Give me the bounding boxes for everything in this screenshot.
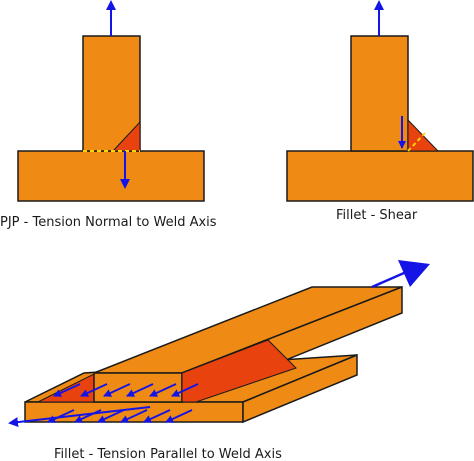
shear-arrow <box>126 383 154 397</box>
pjp-caption: PJP - Tension Normal to Weld Axis <box>0 215 217 230</box>
shear-arrow <box>80 383 108 397</box>
parallel-fillet-weld <box>37 373 95 403</box>
lower-plate-right <box>242 353 358 424</box>
pjp-base-plate <box>17 150 205 202</box>
shear-arrow <box>143 409 171 423</box>
shear-arrow <box>120 409 148 423</box>
weld-shear-arrows <box>47 383 199 423</box>
shear-arrow <box>171 383 199 397</box>
shear-arrow <box>74 409 102 423</box>
shear-arrow <box>165 409 193 423</box>
shear-base-plate <box>286 150 474 202</box>
shear-joint <box>286 0 474 202</box>
lower-plate-front <box>24 401 244 423</box>
parallel-fillet-weld-right <box>181 339 297 403</box>
parallel-caption: Fillet - Tension Parallel to Weld Axis <box>54 447 282 461</box>
pjp-joint <box>17 0 205 202</box>
shear-arrow <box>47 409 75 423</box>
shear-arrow <box>97 409 125 423</box>
parallel-joint <box>8 260 430 428</box>
shear-caption: Fillet - Shear <box>336 208 418 223</box>
shear-arrow <box>53 383 81 397</box>
shear-arrow <box>149 383 177 397</box>
parallel-reaction-arrow <box>8 406 151 428</box>
parallel-tension-arrowhead <box>398 260 430 287</box>
shear-arrow <box>103 383 131 397</box>
shear-stem-plate <box>350 35 409 152</box>
